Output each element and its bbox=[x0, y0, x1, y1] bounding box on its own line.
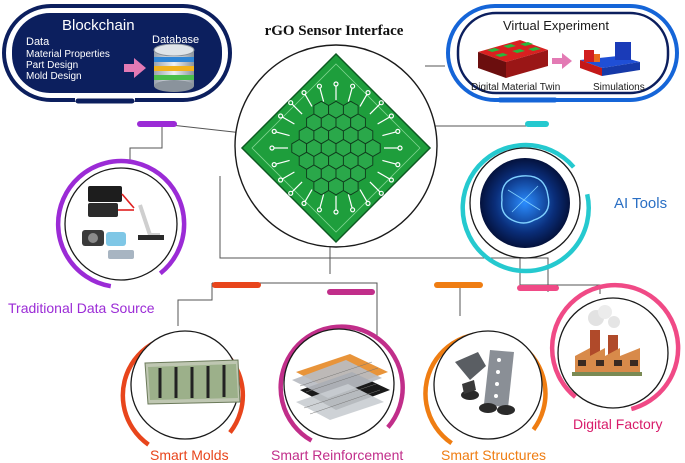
smart-structures-node: Smart Structures bbox=[423, 282, 548, 463]
traditional-data-source-node: Traditional Data Source bbox=[8, 121, 187, 316]
circuit-trace bbox=[359, 92, 369, 107]
circuit-pad bbox=[278, 113, 284, 119]
virtual-experiment-title: Virtual Experiment bbox=[503, 18, 609, 33]
circuit-pad bbox=[269, 145, 275, 151]
circuit-trace bbox=[369, 102, 382, 115]
circuit-pad bbox=[350, 83, 356, 89]
circuit-pad bbox=[350, 207, 356, 213]
circuit-pad bbox=[395, 128, 401, 134]
lab-equipment-icon bbox=[82, 186, 164, 259]
circuit-pad bbox=[301, 200, 307, 206]
blockchain-item-data: Data bbox=[26, 36, 50, 48]
database-icon bbox=[153, 43, 195, 92]
circuit-pad bbox=[301, 89, 307, 96]
rgo-sensor-node: rGO Sensor Interface bbox=[234, 23, 438, 248]
circuit-pad bbox=[365, 89, 371, 96]
circuit-trace bbox=[377, 115, 392, 125]
circuit-pad bbox=[365, 200, 371, 206]
circuit-pad bbox=[333, 209, 339, 215]
circuit-pad bbox=[397, 145, 403, 151]
simulations-label: Simulations bbox=[593, 82, 645, 93]
circuit-chip-icon bbox=[240, 52, 432, 244]
circuit-pad bbox=[378, 190, 384, 196]
simulation-icon bbox=[580, 42, 640, 76]
circuit-trace bbox=[303, 189, 313, 204]
circuit-pad bbox=[316, 83, 322, 89]
circuit-trace bbox=[318, 194, 325, 210]
ai-label: AI Tools bbox=[614, 195, 667, 212]
circuit-pad bbox=[316, 207, 322, 213]
blockchain-panel: Blockchain Database Data Material Proper… bbox=[2, 4, 232, 104]
circuit-trace bbox=[280, 115, 295, 125]
traditional-label: Traditional Data Source bbox=[8, 300, 155, 316]
hex-cell bbox=[342, 177, 359, 196]
circuit-trace bbox=[280, 171, 295, 181]
circuit-pad bbox=[388, 113, 394, 119]
structures-label: Smart Structures bbox=[441, 447, 546, 463]
circuit-trace bbox=[290, 181, 303, 194]
digital-factory-node: Digital Factory bbox=[517, 282, 681, 432]
circuit-trace bbox=[274, 159, 290, 166]
circuit-trace bbox=[359, 189, 369, 204]
circuit-trace bbox=[377, 171, 392, 181]
circuit-trace bbox=[290, 102, 303, 115]
material-twin-icon bbox=[478, 40, 548, 78]
circuit-trace bbox=[274, 130, 290, 137]
circuit-pad bbox=[388, 177, 394, 183]
blockchain-item-part: Part Design bbox=[26, 60, 78, 71]
reinforcement-label: Smart Reinforcement bbox=[271, 447, 403, 463]
twin-label: Digital Material Twin bbox=[471, 82, 560, 93]
circuit-trace bbox=[318, 86, 325, 102]
circuit-trace bbox=[347, 86, 354, 102]
hex-cell bbox=[328, 177, 344, 196]
mold-icon bbox=[144, 359, 241, 405]
circuit-pad bbox=[278, 177, 284, 183]
arrow-icon bbox=[552, 53, 572, 69]
circuit-trace bbox=[369, 181, 382, 194]
circuit-trace bbox=[303, 92, 313, 107]
circuit-pad bbox=[271, 162, 277, 168]
circuit-pad bbox=[288, 100, 294, 106]
circuit-pad bbox=[333, 81, 339, 87]
blockchain-title: Blockchain bbox=[62, 17, 135, 34]
virtual-experiment-panel: Virtual Experiment Digital Material bbox=[446, 4, 679, 103]
ai-brain-icon bbox=[480, 158, 570, 248]
arrow-icon bbox=[124, 58, 146, 78]
circuit-trace bbox=[347, 194, 354, 210]
hex-cell bbox=[313, 177, 330, 196]
database-label: Database bbox=[152, 34, 199, 46]
factory-icon bbox=[572, 305, 642, 376]
circuit-trace bbox=[382, 159, 398, 166]
molds-label: Smart Molds bbox=[150, 447, 229, 463]
circuit-pad bbox=[288, 190, 294, 196]
blockchain-item-material: Material Properties bbox=[26, 49, 110, 60]
circuit-trace bbox=[382, 130, 398, 137]
composite-layers-icon bbox=[292, 354, 390, 420]
structural-parts-icon bbox=[455, 350, 515, 415]
blockchain-item-mold: Mold Design bbox=[26, 71, 82, 82]
circuit-pad bbox=[378, 100, 384, 106]
factory-label: Digital Factory bbox=[573, 416, 662, 432]
circuit-pad bbox=[271, 128, 277, 134]
circuit-pad bbox=[395, 162, 401, 168]
center-title: rGO Sensor Interface bbox=[265, 23, 404, 39]
smart-reinforcement-node: Smart Reinforcement bbox=[271, 289, 405, 463]
ai-tools-node: AI Tools bbox=[460, 121, 667, 274]
connector-lines bbox=[129, 65, 601, 338]
smart-molds-node: Smart Molds bbox=[120, 282, 261, 463]
